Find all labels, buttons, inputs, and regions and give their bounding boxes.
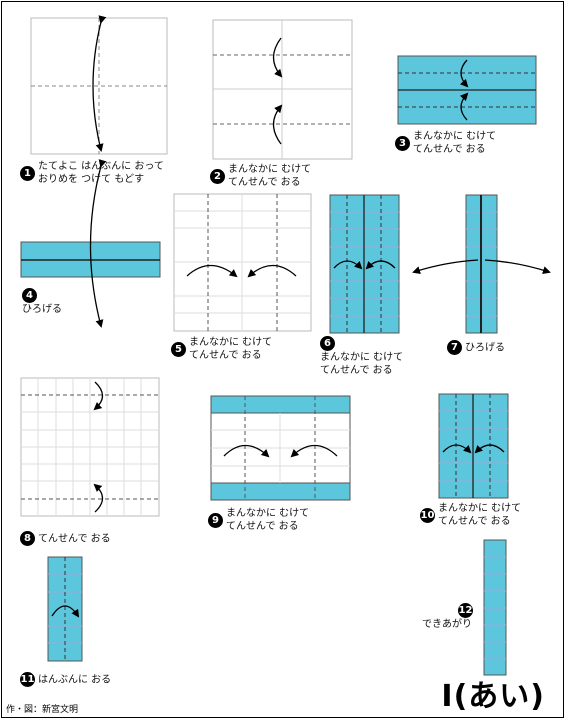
step-6-paper	[329, 194, 400, 334]
step-1-paper	[30, 15, 168, 155]
instruction-line: てんせんで おる	[413, 144, 486, 155]
step-2-label: 2まんなかに むけててんせんで おる	[210, 163, 311, 189]
step-2-paper	[212, 19, 353, 160]
step-5-paper	[173, 193, 312, 332]
step-11-paper	[47, 556, 83, 662]
step-number: 11	[20, 672, 35, 687]
step-number: 9	[208, 512, 223, 528]
instruction-line: まんなかに むけて	[189, 337, 273, 348]
step-4-paper	[20, 159, 161, 328]
instruction-line: まんなかに むけて	[320, 352, 404, 363]
instruction-line: まんなかに むけて	[413, 131, 497, 142]
step-number: 1	[20, 165, 35, 181]
instruction-line: てんせんで おる	[38, 533, 111, 545]
step-12-paper	[483, 539, 507, 676]
instruction-line: おりめを つけて もどす	[38, 174, 145, 185]
step-7-paper	[412, 194, 551, 334]
step-9-label: 9まんなかに むけててんせんで おる	[208, 507, 309, 533]
step-number: 5	[171, 341, 186, 357]
instruction-line: まんなかに むけて	[226, 508, 310, 519]
step-1-label: 1たてよこ はんぶんに おっておりめを つけて もどす	[20, 160, 164, 186]
instruction-line: てんせんで おる	[228, 177, 301, 188]
step-3-paper	[397, 55, 537, 125]
instruction-line: てんせんで おる	[320, 365, 393, 376]
instruction-line: てんせんで おる	[438, 516, 511, 527]
step-number: 10	[420, 507, 435, 523]
step-number: 2	[210, 168, 225, 184]
step-10-label: 10まんなかに むけててんせんで おる	[420, 502, 521, 528]
credit: 作・図：新宮文明	[6, 705, 79, 715]
instruction-line: てんせんで おる	[226, 521, 299, 532]
instruction-line: ひろげる	[465, 342, 505, 354]
step-5-label: 5まんなかに むけててんせんで おる	[171, 336, 272, 362]
step-number: 12	[458, 603, 473, 618]
step-number: 7	[447, 340, 462, 355]
page-title: I(あい)	[441, 679, 545, 714]
step-number: 8	[20, 531, 35, 546]
instruction-line: てんせんで おる	[189, 350, 262, 361]
step-8-paper	[20, 377, 160, 517]
instruction-line: できあがり	[422, 619, 472, 630]
step-number: 4	[22, 288, 37, 303]
step-3-label: 3まんなかに むけててんせんで おる	[395, 130, 496, 156]
step-9-paper	[210, 395, 351, 501]
instruction-line: まんなかに むけて	[438, 503, 522, 514]
step-number: 3	[395, 135, 410, 151]
step-10-paper	[438, 393, 509, 499]
step-number: 6	[320, 336, 335, 351]
instruction-line: まんなかに むけて	[228, 164, 312, 175]
instruction-line: たてよこ はんぶんに おって	[38, 161, 164, 172]
instruction-line: はんぶんに おる	[38, 674, 112, 686]
instruction-line: ひろげる	[22, 304, 62, 315]
